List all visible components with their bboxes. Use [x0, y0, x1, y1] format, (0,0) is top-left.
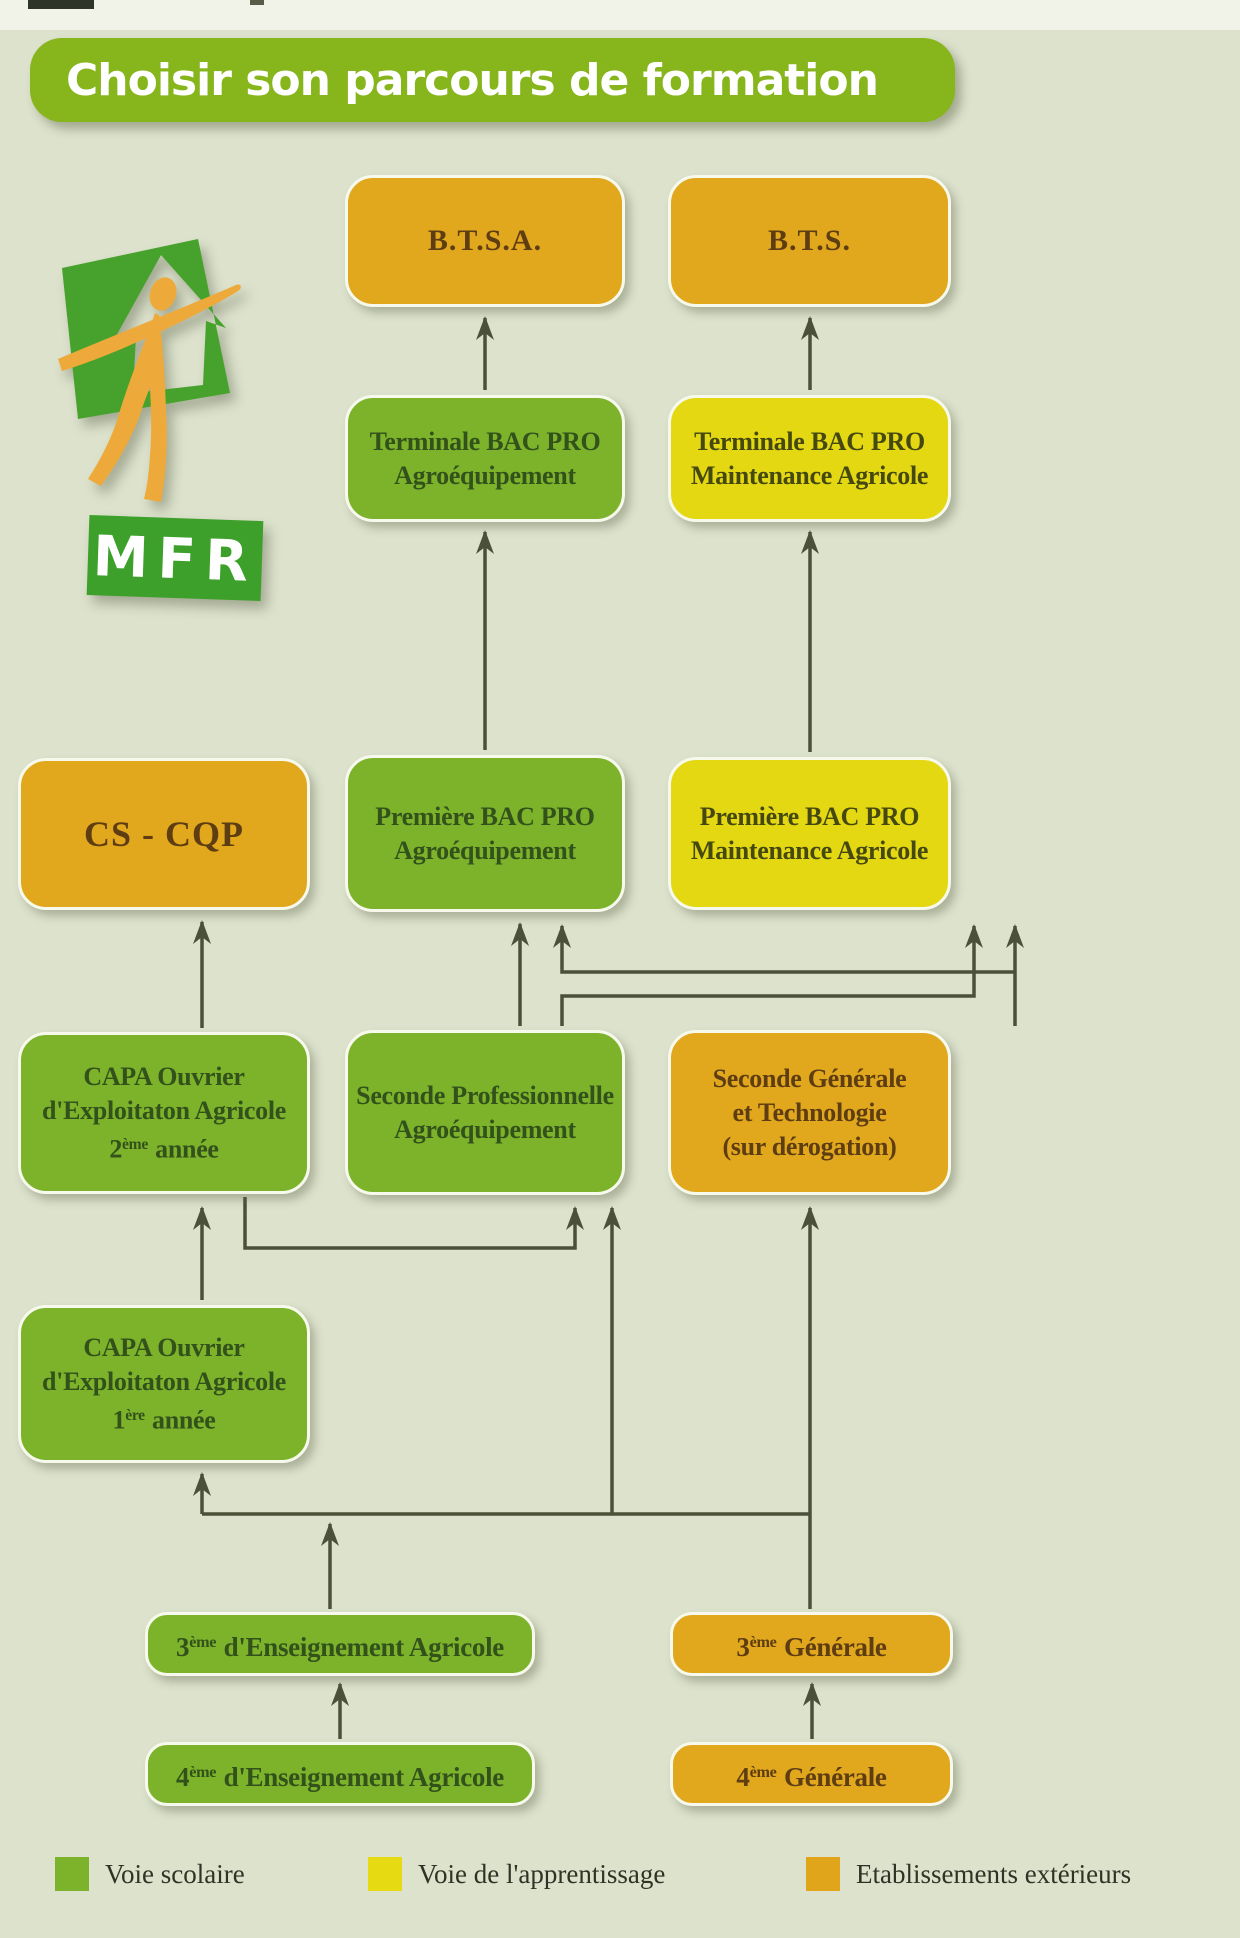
- node-line: d'Exploitaton Agricole: [41, 1095, 287, 1125]
- node-line: Agroéquipement: [394, 1114, 576, 1144]
- node-line: 3ème d'Enseignement Agricole: [176, 1631, 504, 1662]
- legend-item-etablissements-exterieurs: Etablissements extérieurs: [806, 1856, 1131, 1892]
- node-line: CAPA Ouvrier: [83, 1061, 245, 1091]
- legend-label: Voie de l'apprentissage: [418, 1858, 666, 1889]
- node-4eme-enseignement-agricole: 4ème d'Enseignement Agricole: [145, 1742, 535, 1806]
- node-line: B.T.S.A.: [427, 224, 543, 257]
- logo-green-square: [62, 239, 230, 419]
- title-banner: Choisir son parcours de formation: [30, 38, 955, 122]
- node-bts: B.T.S.: [668, 175, 951, 307]
- node-terminale-bac-pro-maintenance: Terminale BAC PRO Maintenance Agricole: [668, 395, 951, 522]
- node-3eme-enseignement-agricole: 3ème d'Enseignement Agricole: [145, 1612, 535, 1676]
- node-line: Première BAC PRO: [375, 801, 595, 831]
- scan-artifact: [28, 0, 94, 9]
- legend-swatch-yellow: [368, 1857, 402, 1891]
- logo-acronym-plate: MFR: [86, 515, 264, 602]
- node-line: Agroéquipement: [394, 835, 576, 865]
- logo-acronym: MFR: [92, 524, 258, 595]
- legend-item-voie-scolaire: Voie scolaire: [55, 1856, 245, 1892]
- node-line: Agroéquipement: [394, 460, 576, 490]
- node-line: CAPA Ouvrier: [83, 1332, 245, 1362]
- node-line: Terminale BAC PRO: [369, 426, 601, 456]
- node-seconde-generale: Seconde Générale et Technologie (sur dér…: [668, 1030, 951, 1195]
- page-title: Choisir son parcours de formation: [66, 54, 879, 106]
- node-line: (sur dérogation): [722, 1131, 897, 1161]
- node-line: Première BAC PRO: [699, 801, 920, 831]
- node-line: 4ème Générale: [736, 1761, 887, 1792]
- node-btsa: B.T.S.A.: [345, 175, 625, 307]
- node-line: 1ère année: [112, 1405, 216, 1435]
- node-premiere-bac-pro-maintenance: Première BAC PRO Maintenance Agricole: [668, 757, 951, 910]
- node-line: 4ème d'Enseignement Agricole: [176, 1761, 504, 1792]
- scan-top-strip: [0, 0, 1240, 30]
- legend-swatch-orange: [806, 1857, 840, 1891]
- node-capa-2eme-annee: CAPA Ouvrier d'Exploitaton Agricole 2ème…: [18, 1032, 310, 1194]
- node-terminale-bac-pro-agroequipement: Terminale BAC PRO Agroéquipement: [345, 395, 625, 522]
- logo-person-icon: [58, 277, 241, 502]
- node-3eme-generale: 3ème Générale: [670, 1612, 953, 1676]
- legend-item-voie-apprentissage: Voie de l'apprentissage: [368, 1856, 665, 1892]
- node-line: d'Exploitaton Agricole: [41, 1366, 287, 1396]
- node-seconde-professionnelle: Seconde Professionnelle Agroéquipement: [345, 1030, 625, 1195]
- legend-label: Voie scolaire: [105, 1858, 245, 1889]
- node-line: Seconde Générale: [712, 1063, 907, 1093]
- mfr-logo: MFR: [58, 239, 264, 602]
- node-line: 3ème Générale: [736, 1631, 887, 1662]
- node-line: Maintenance Agricole: [690, 460, 929, 490]
- legend-label: Etablissements extérieurs: [856, 1858, 1132, 1889]
- node-cs-cqp: CS - CQP: [18, 758, 310, 910]
- node-line: 2ème année: [109, 1134, 219, 1164]
- node-4eme-generale: 4ème Générale: [670, 1742, 953, 1806]
- legend-swatch-green: [55, 1857, 89, 1891]
- scan-artifact: [250, 0, 264, 5]
- node-line: et Technologie: [732, 1097, 887, 1127]
- node-capa-1ere-annee: CAPA Ouvrier d'Exploitaton Agricole 1ère…: [18, 1305, 310, 1463]
- node-line: B.T.S.: [768, 224, 851, 257]
- node-line: Terminale BAC PRO: [694, 426, 925, 456]
- node-line: Maintenance Agricole: [690, 835, 929, 865]
- node-line: CS - CQP: [84, 814, 244, 854]
- node-premiere-bac-pro-agroequipement: Première BAC PRO Agroéquipement: [345, 755, 625, 912]
- node-line: Seconde Professionnelle: [356, 1080, 614, 1110]
